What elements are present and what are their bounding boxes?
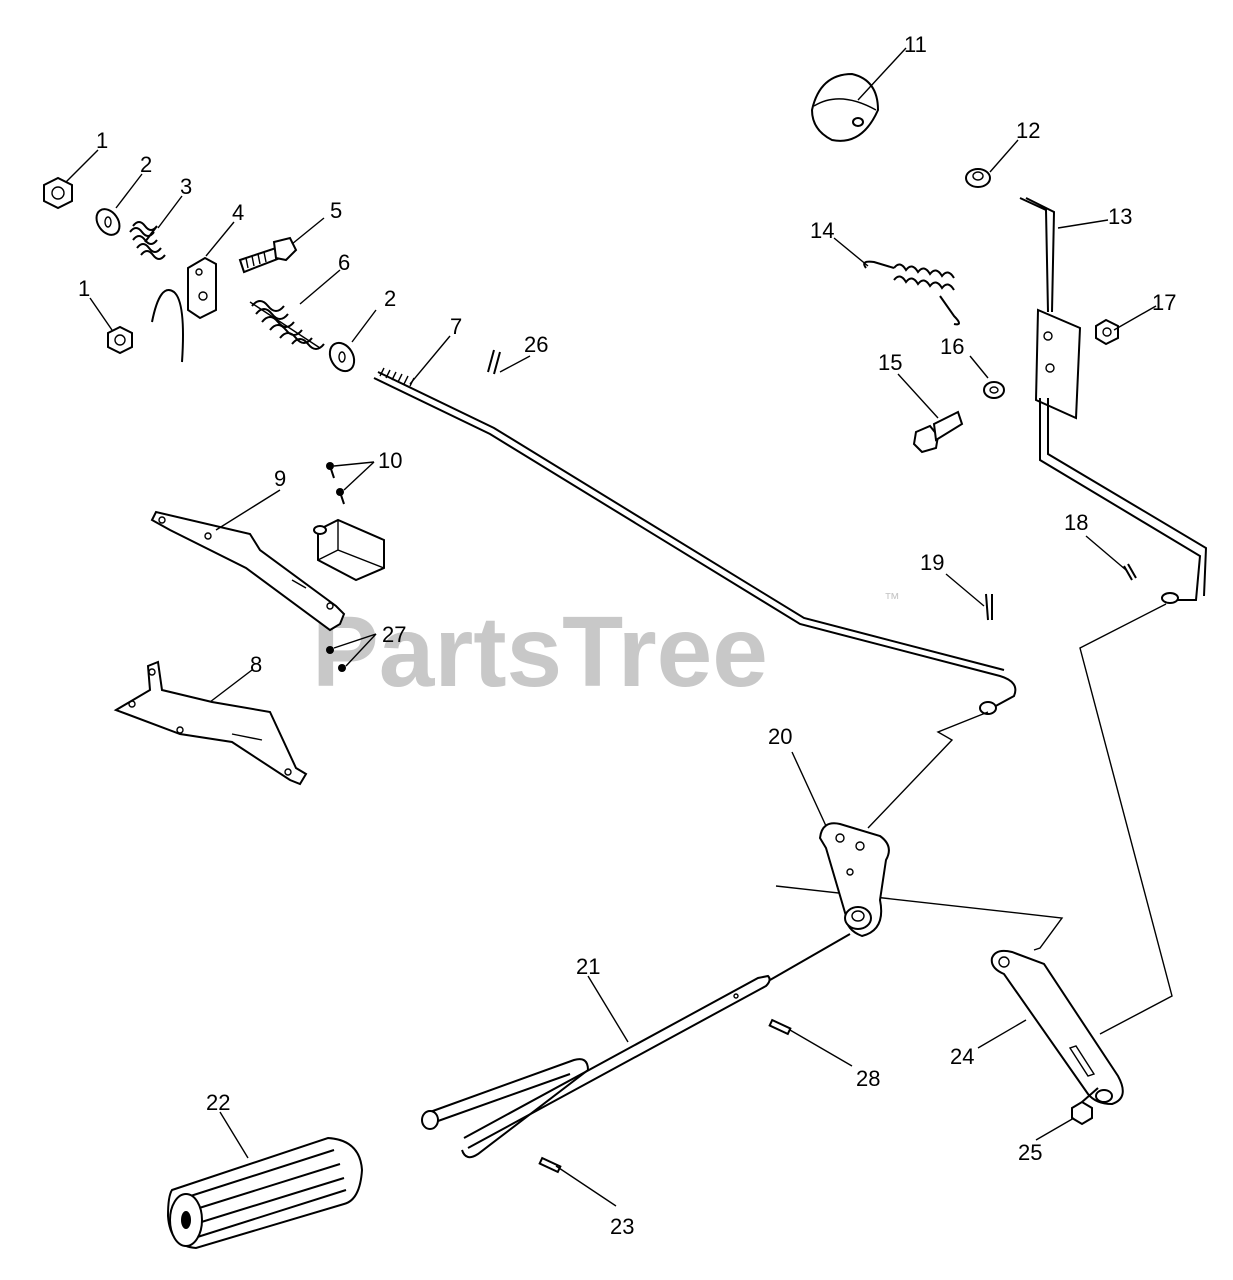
part-21-pedal-rod (421, 933, 851, 1159)
callout-7: 7 (450, 314, 462, 339)
part-2-washer-top (95, 208, 121, 236)
callout-26: 26 (524, 332, 548, 357)
callout-23: 23 (610, 1214, 634, 1239)
callout-11: 11 (904, 32, 927, 57)
part-20-arm (818, 822, 890, 938)
part-5-bolt (238, 236, 298, 274)
watermark: PartsTree (312, 596, 768, 708)
part-11-knob (810, 72, 880, 142)
callout-22: 22 (206, 1090, 230, 1115)
callout-labels: 1 2 3 4 5 1 6 2 7 26 10 9 27 8 11 12 13 … (78, 32, 1176, 1239)
callout-15: 15 (878, 350, 902, 375)
callout-2: 2 (140, 152, 152, 177)
spring-clip (151, 289, 184, 363)
part-14-spring (863, 260, 960, 326)
part-1-hex-nut-top (43, 176, 73, 210)
callout-3: 3 (180, 174, 192, 199)
part-28-roll-pin (768, 1018, 792, 1036)
part-23-roll-pin (538, 1156, 562, 1174)
part-2-washer-right (328, 341, 356, 373)
part-15-bolt (912, 410, 964, 454)
callout-24: 24 (950, 1044, 974, 1069)
part-24-lever-arm (990, 949, 1124, 1106)
part-26-cotter-pin (487, 349, 501, 375)
part-10-screws (326, 462, 345, 505)
part-18-pin (1123, 563, 1137, 581)
connector-line-20 (867, 711, 989, 829)
callout-10: 10 (378, 448, 402, 473)
callout-6: 6 (338, 250, 350, 275)
callout-1: 1 (96, 128, 108, 153)
callout-9: 9 (274, 466, 286, 491)
callout-16: 16 (940, 334, 964, 359)
leader-lines (65, 47, 1157, 1207)
part-12-bushing (965, 168, 991, 188)
part-7-threaded-rod (373, 367, 1017, 715)
connector-line-lever (1079, 603, 1173, 1035)
connector-line-24 (775, 885, 1064, 951)
switch-block (313, 518, 385, 582)
part-27-screws (326, 646, 346, 672)
callout-1-lower: 1 (78, 276, 90, 301)
watermark-trademark: ™ (884, 591, 900, 608)
callout-4: 4 (232, 200, 244, 225)
part-4-bracket (187, 256, 217, 320)
part-9-plate (150, 510, 346, 632)
callout-12: 12 (1016, 118, 1040, 143)
part-8-plate (113, 660, 308, 786)
part-1-hex-nut-lower (107, 325, 133, 355)
callout-14: 14 (810, 218, 834, 243)
callout-5: 5 (330, 198, 342, 223)
callout-17: 17 (1152, 290, 1176, 315)
callout-8: 8 (250, 652, 262, 677)
part-3-small-spring (129, 221, 166, 260)
part-17-nut (1095, 318, 1119, 346)
callout-28: 28 (856, 1066, 880, 1091)
callout-13: 13 (1108, 204, 1132, 229)
callout-18: 18 (1064, 510, 1088, 535)
callout-2-right: 2 (384, 286, 396, 311)
callout-19: 19 (920, 550, 944, 575)
callout-27: 27 (382, 622, 406, 647)
part-16-bushing (983, 381, 1005, 399)
callout-25: 25 (1018, 1140, 1042, 1165)
callout-20: 20 (768, 724, 792, 749)
part-13-lever (1019, 197, 1208, 604)
part-19-cotter-pin (985, 593, 993, 621)
part-25-bolt (1071, 1087, 1099, 1126)
part-22-pedal-grip (166, 1136, 364, 1250)
callout-21: 21 (576, 954, 600, 979)
part-6-large-spring (249, 300, 325, 350)
